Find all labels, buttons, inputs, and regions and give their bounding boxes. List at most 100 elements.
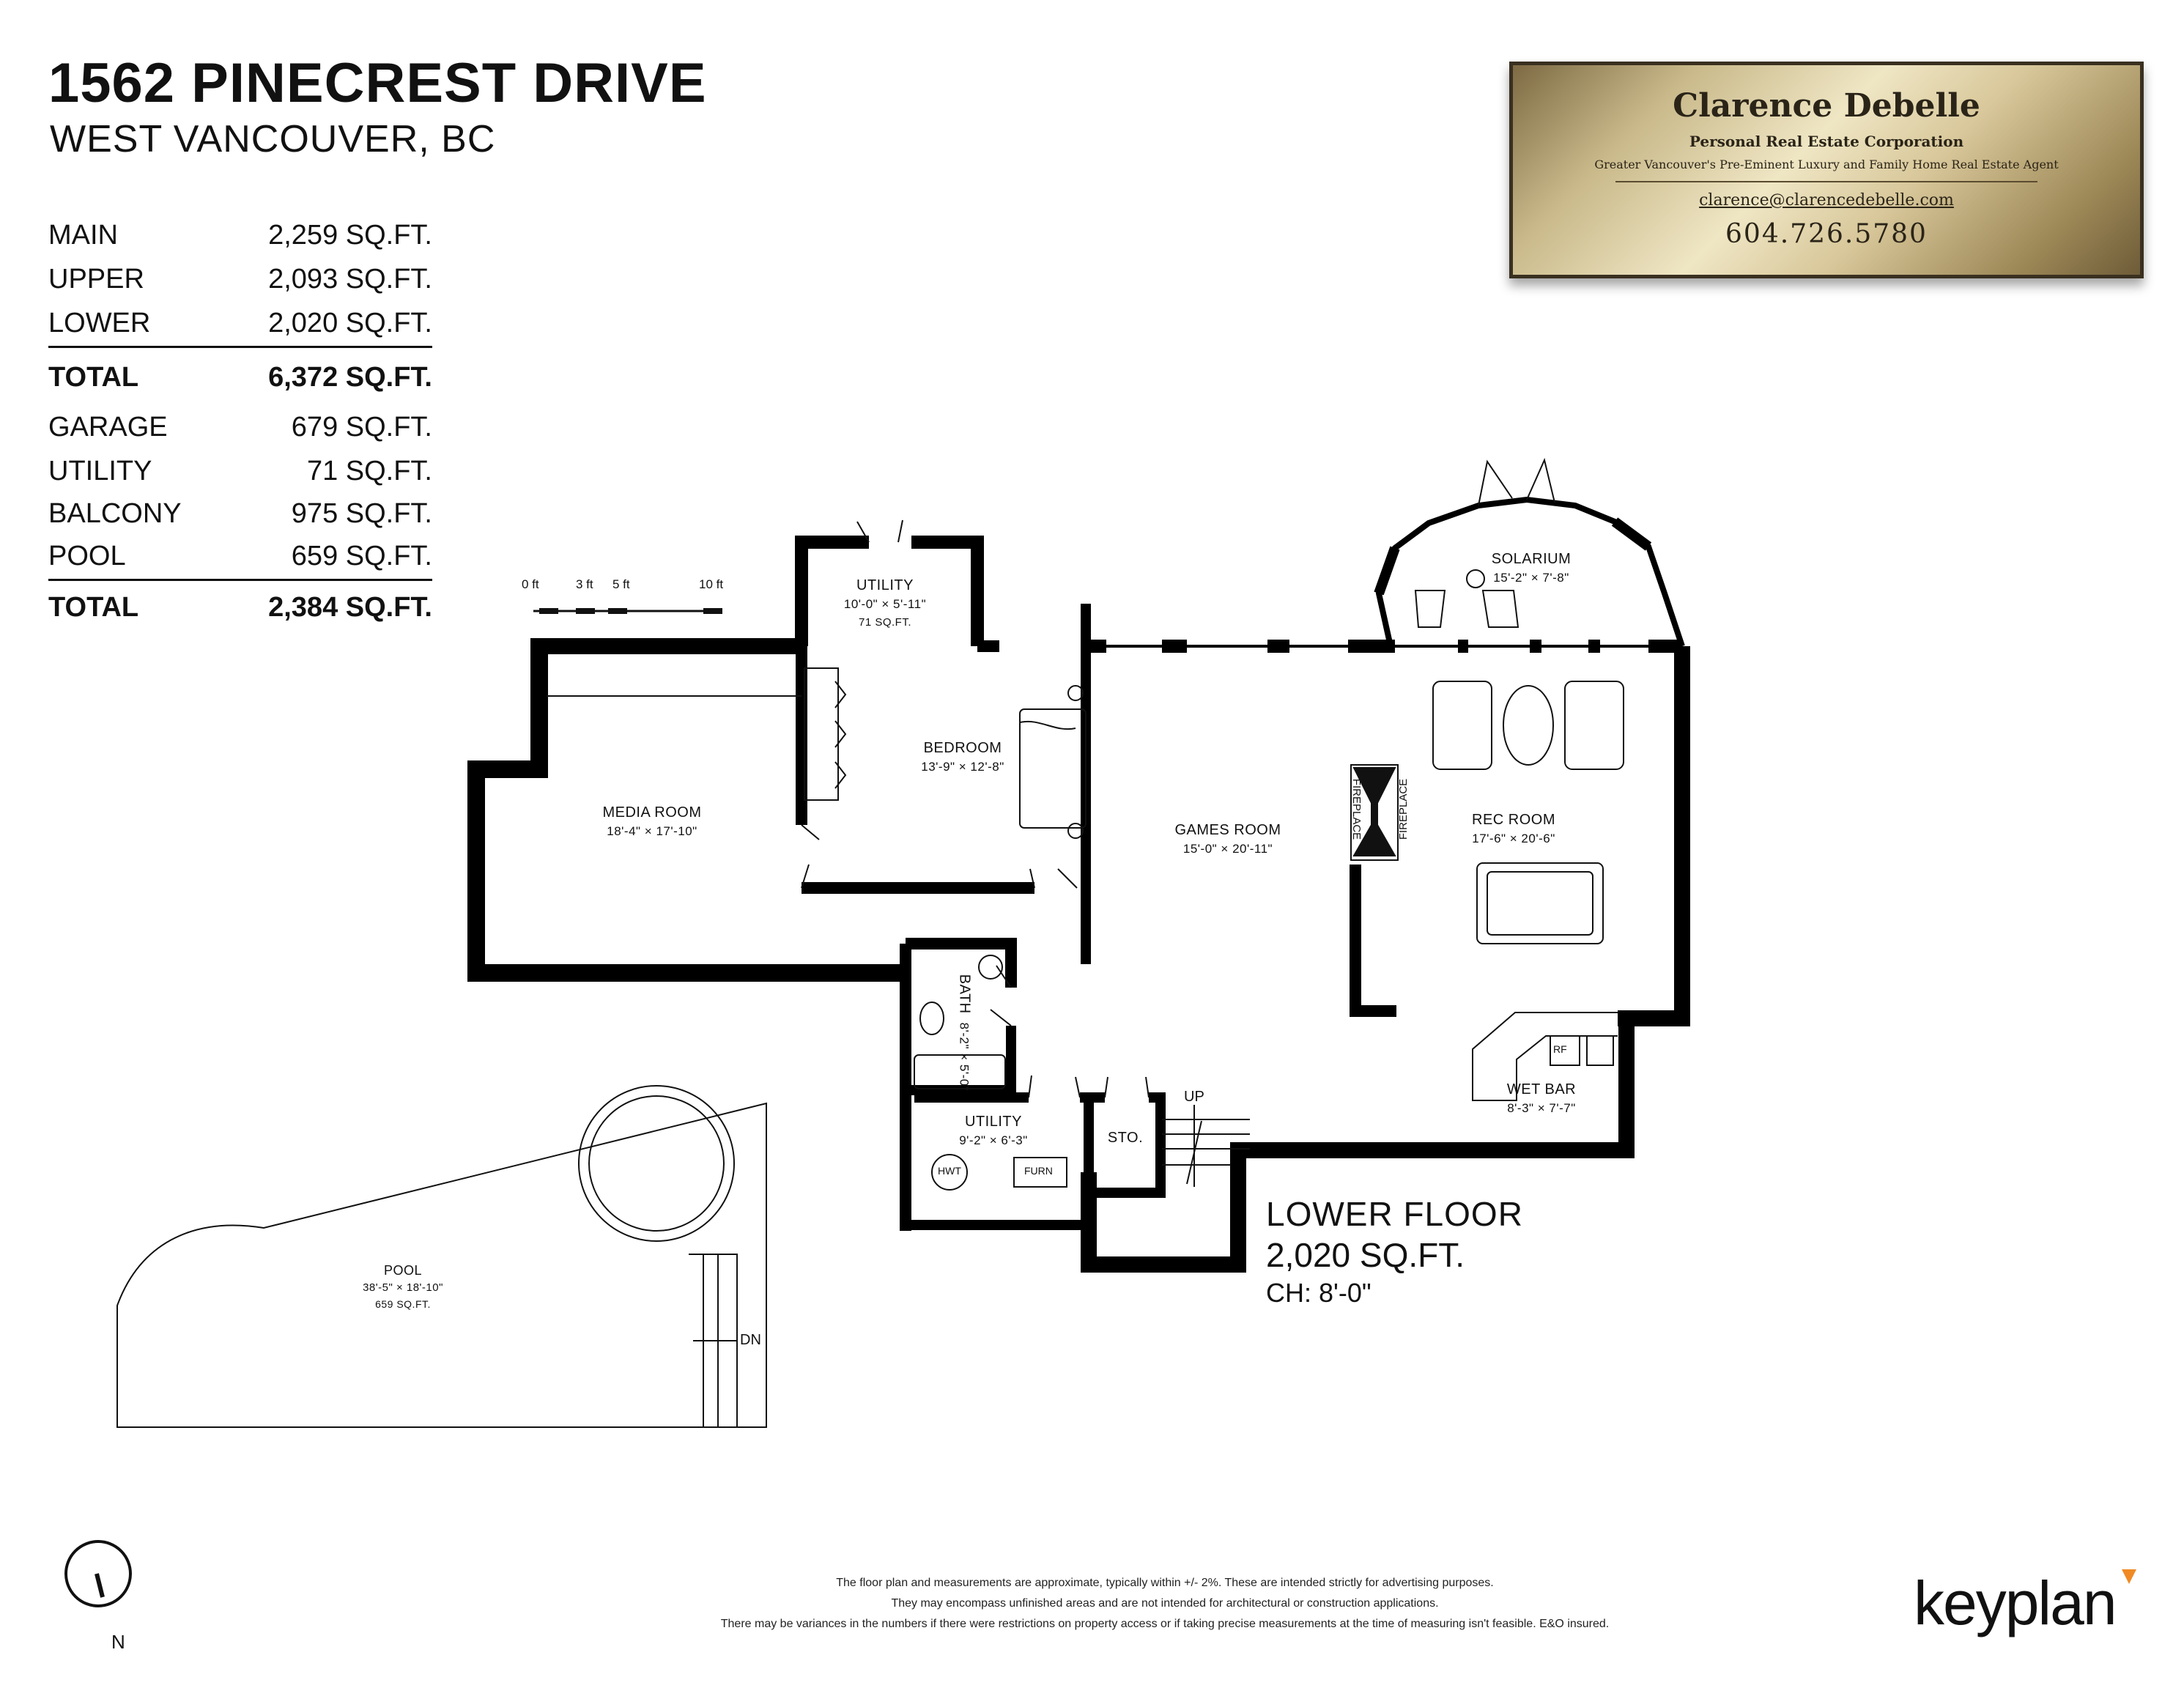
keyplan-logo: keyplan [1914, 1569, 2117, 1637]
agent-plaque: Clarence Debelle Personal Real Estate Co… [1509, 62, 2144, 278]
agent-phone: 604.726.5780 [1725, 219, 1928, 249]
room-pool: POOL 38'-5" × 18'-10" 659 SQ.FT. [363, 1263, 443, 1310]
wet-bar-counter [1472, 1012, 1618, 1101]
wall-bath-mid [911, 1026, 1016, 1095]
furnace-label: FURN [1024, 1165, 1053, 1177]
area-value: 6,372 SQ.FT. [268, 362, 432, 393]
north-label: N [111, 1631, 125, 1653]
room-name: BATH [956, 974, 973, 1014]
room-media-room: MEDIA ROOM 18'-4" × 17'-10" [602, 804, 701, 839]
stairs-up-label: UP [1184, 1089, 1204, 1105]
door [990, 965, 1012, 1026]
room-dims: 15'-0" × 20'-11" [1182, 842, 1273, 856]
room-name: REC ROOM [1472, 812, 1555, 828]
room-name: SOLARIUM [1491, 551, 1572, 567]
area-value: 71 SQ.FT. [306, 456, 432, 486]
bathtub [914, 1054, 1006, 1089]
sofa [1432, 681, 1492, 770]
room-dims: 38'-5" × 18'-10" [363, 1281, 443, 1294]
room-games-room: GAMES ROOM 15'-0" × 20'-11" [1174, 822, 1281, 856]
area-row-utility: UTILITY 71 SQ.FT. [48, 456, 432, 487]
area-row-lower: LOWER 2,020 SQ.FT. [48, 308, 432, 339]
agent-name: Clarence Debelle [1673, 87, 1980, 125]
agent-email-link[interactable]: clarence@clarencedebelle.com [1699, 191, 1954, 210]
area-value: 659 SQ.FT. [291, 541, 432, 571]
closet [804, 667, 839, 801]
wall-stair [1082, 1177, 1238, 1271]
room-bath: BATH 8'-2" × 5'-0" [956, 974, 973, 1092]
room-area: 71 SQ.FT. [858, 616, 912, 629]
wall-utility-top [795, 536, 869, 646]
room-dims: 9'-2" × 6'-3" [959, 1133, 1028, 1147]
area-label: BALCONY [48, 498, 182, 529]
chair [1414, 590, 1446, 628]
area-value: 975 SQ.FT. [291, 498, 432, 529]
room-name: GAMES ROOM [1174, 822, 1281, 838]
area-row-garage: GARAGE 679 SQ.FT. [48, 412, 432, 443]
area-row-balcony: BALCONY 975 SQ.FT. [48, 498, 432, 530]
scale-label: 10 ft [699, 577, 724, 591]
hot-tub [578, 1085, 735, 1242]
fireplace [1352, 767, 1396, 856]
scale-label: 3 ft [576, 577, 593, 591]
room-dims: 8'-2" × 5'-0" [957, 1022, 971, 1092]
disclaimer-line: There may be variances in the numbers if… [720, 1618, 1610, 1630]
room-name: POOL [383, 1263, 423, 1278]
fireplace-label: FIREPLACE [1350, 778, 1363, 840]
scale-bar [533, 608, 722, 614]
room-dims: 10'-0" × 5'-11" [843, 597, 927, 611]
area-label: UPPER [48, 264, 144, 295]
room-rec-room: REC ROOM 17'-6" × 20'-6" [1472, 812, 1555, 846]
area-label: GARAGE [48, 412, 168, 443]
area-value: 679 SQ.FT. [291, 412, 432, 443]
scale-label: 0 ft [522, 577, 539, 591]
room-utility-bottom: UTILITY 9'-2" × 6'-3" [959, 1114, 1028, 1148]
area-label: TOTAL [48, 592, 139, 623]
divider [48, 346, 432, 348]
disclaimer-line: They may encompass unfinished areas and … [891, 1597, 1439, 1610]
area-label: TOTAL [48, 362, 139, 393]
area-value: 2,259 SQ.FT. [268, 220, 432, 251]
wall-fireplace [1350, 865, 1396, 1017]
door [856, 519, 903, 543]
door [1028, 1075, 1081, 1098]
room-name: MEDIA ROOM [602, 804, 702, 821]
door [1104, 1076, 1150, 1098]
room-bedroom: BEDROOM 13'-9" × 12'-8" [921, 740, 1004, 774]
area-label: POOL [48, 541, 126, 571]
agent-corporation: Personal Real Estate Corporation [1689, 133, 1964, 150]
sofa [1564, 681, 1624, 770]
room-wet-bar: WET BAR 8'-3" × 7'-7" [1507, 1081, 1576, 1116]
hwt-label: HWT [938, 1165, 961, 1177]
room-dims: 15'-2" × 7'-8" [1493, 571, 1569, 585]
room-name: STO. [1107, 1130, 1144, 1146]
area-value: 2,093 SQ.FT. [268, 264, 432, 295]
door [801, 824, 820, 889]
area-row-total: TOTAL 2,384 SQ.FT. [48, 592, 432, 623]
room-dims: 13'-9" × 12'-8" [921, 760, 1004, 774]
floor-area: 2,020 SQ.FT. [1266, 1236, 1465, 1274]
keyplan-logo-icon [2122, 1569, 2136, 1584]
area-row-pool: POOL 659 SQ.FT. [48, 541, 432, 572]
wall-utility-top-right [911, 536, 984, 646]
wall-media-room [467, 646, 903, 982]
lamp [1466, 569, 1485, 588]
refrigerator-label: RF [1553, 1043, 1567, 1055]
area-row-upper: UPPER 2,093 SQ.FT. [48, 264, 432, 295]
disclaimer-line: The floor plan and measurements are appr… [836, 1577, 1494, 1589]
room-name: UTILITY [856, 577, 914, 593]
door [1029, 868, 1078, 889]
hot-water-tank [931, 1154, 968, 1191]
room-storage: STO. [1108, 1130, 1143, 1147]
room-name: UTILITY [965, 1114, 1022, 1130]
area-row-total: TOTAL 6,372 SQ.FT. [48, 362, 432, 393]
area-label: UTILITY [48, 456, 152, 486]
room-utility-top: UTILITY 10'-0" × 5'-11" 71 SQ.FT. [844, 577, 926, 629]
north-arrow-icon [64, 1540, 132, 1607]
divider [48, 579, 432, 581]
wall-right [1618, 646, 1690, 1026]
room-dims: 8'-3" × 7'-7" [1507, 1101, 1576, 1115]
bed [1019, 708, 1087, 829]
area-label: MAIN [48, 220, 118, 251]
